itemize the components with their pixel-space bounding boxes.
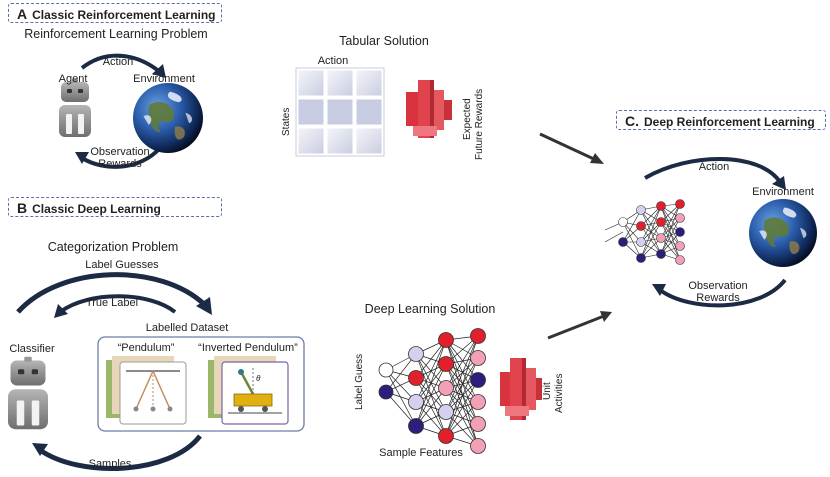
- label-guess-label: Label Guess: [354, 353, 365, 410]
- tabular-action-label: Action: [317, 55, 349, 67]
- tabular-states-label: States: [281, 107, 292, 136]
- panel-c-letter: C.: [625, 113, 639, 129]
- panel-b-title: B Classic Deep Learning: [8, 197, 222, 217]
- samples-label: Samples: [88, 458, 132, 470]
- neural-network-b-nodes: [378, 328, 486, 454]
- action-arrowhead-a: [152, 64, 166, 78]
- drl-environment-label: Environment: [752, 186, 814, 198]
- inverted-pendulum-label: “Inverted Pendulum”: [198, 342, 298, 354]
- arrow-deep-to-c: [547, 314, 605, 340]
- rl-agent-label: Agent: [58, 73, 88, 85]
- theta-label: θ: [256, 374, 261, 383]
- pendulum-drawing: [126, 370, 180, 412]
- classifier-label: Classifier: [9, 343, 55, 355]
- pendulum-label: “Pendulum”: [117, 342, 175, 354]
- reward-blocks-a: [406, 80, 452, 138]
- panel-c-title: C. Deep Reinforcement Learning: [616, 110, 826, 130]
- environment-earth-icon-c: [749, 199, 817, 267]
- panel-a-letter: A: [17, 6, 28, 22]
- panel-a-title: A Classic Reinforcement Learning: [8, 3, 222, 23]
- unit-activity-blocks: [500, 358, 542, 420]
- tabular-grid: [295, 67, 385, 157]
- expected-label: Expected: [462, 98, 473, 140]
- inverted-pendulum-drawing: [228, 366, 282, 414]
- neural-network-b: [385, 335, 479, 447]
- panel-c-title-text: Deep Reinforcement Learning: [644, 115, 815, 129]
- environment-earth-icon: [133, 83, 203, 153]
- true-label-label: True Label: [85, 297, 139, 309]
- arrowhead-tabular-to-c: [590, 153, 604, 164]
- rl-observation-label: Observation: [90, 146, 150, 158]
- samples-arrowhead: [32, 443, 48, 456]
- samples-arrow: [38, 434, 202, 472]
- inverted-pendulum-card: [221, 361, 289, 425]
- action-arrowhead-c: [772, 176, 786, 190]
- classifier-robot-icon: [8, 356, 48, 430]
- label-guesses-arrowhead: [196, 297, 212, 315]
- categorization-subtitle: Categorization Problem: [47, 240, 179, 254]
- action-arrow-c: [644, 157, 782, 184]
- rl-rewards-label: Rewards: [98, 158, 142, 170]
- observation-arrowhead-c: [652, 284, 666, 296]
- panel-b-title-text: Classic Deep Learning: [32, 202, 161, 216]
- agent-robot-icon: [59, 79, 91, 137]
- rl-action-label: Action: [102, 56, 134, 68]
- true-label-arrow: [58, 294, 177, 314]
- future-rewards-label: Future Rewards: [474, 88, 485, 160]
- panel-a-title-text: Classic Reinforcement Learning: [32, 8, 216, 22]
- observation-arrow-a: [80, 146, 162, 169]
- drl-action-label: Action: [698, 161, 730, 173]
- label-guesses-arrow: [16, 272, 207, 314]
- arrow-tabular-to-c: [539, 132, 597, 162]
- true-label-arrowhead: [54, 304, 68, 318]
- sample-features-label: Sample Features: [379, 447, 463, 459]
- drl-rewards-label: Rewards: [696, 292, 740, 304]
- drl-observation-label: Observation: [688, 280, 748, 292]
- observation-arrowhead-a: [75, 152, 89, 164]
- activities-label: Activities: [554, 373, 565, 413]
- neural-network-c-nodes: [618, 199, 685, 265]
- rl-problem-subtitle: Reinforcement Learning Problem: [24, 27, 208, 41]
- unit-label: Unit: [542, 382, 553, 400]
- deep-learning-solution-title: Deep Learning Solution: [364, 302, 496, 316]
- action-arrow-a: [80, 53, 162, 74]
- tabular-solution-title: Tabular Solution: [339, 34, 429, 48]
- rl-environment-label: Environment: [133, 73, 195, 85]
- arrowhead-deep-to-c: [600, 311, 612, 322]
- observation-arrow-c: [658, 278, 787, 308]
- label-guesses-label: Label Guesses: [85, 259, 159, 271]
- panel-b-letter: B: [17, 200, 28, 216]
- labelled-dataset-label: Labelled Dataset: [145, 322, 229, 334]
